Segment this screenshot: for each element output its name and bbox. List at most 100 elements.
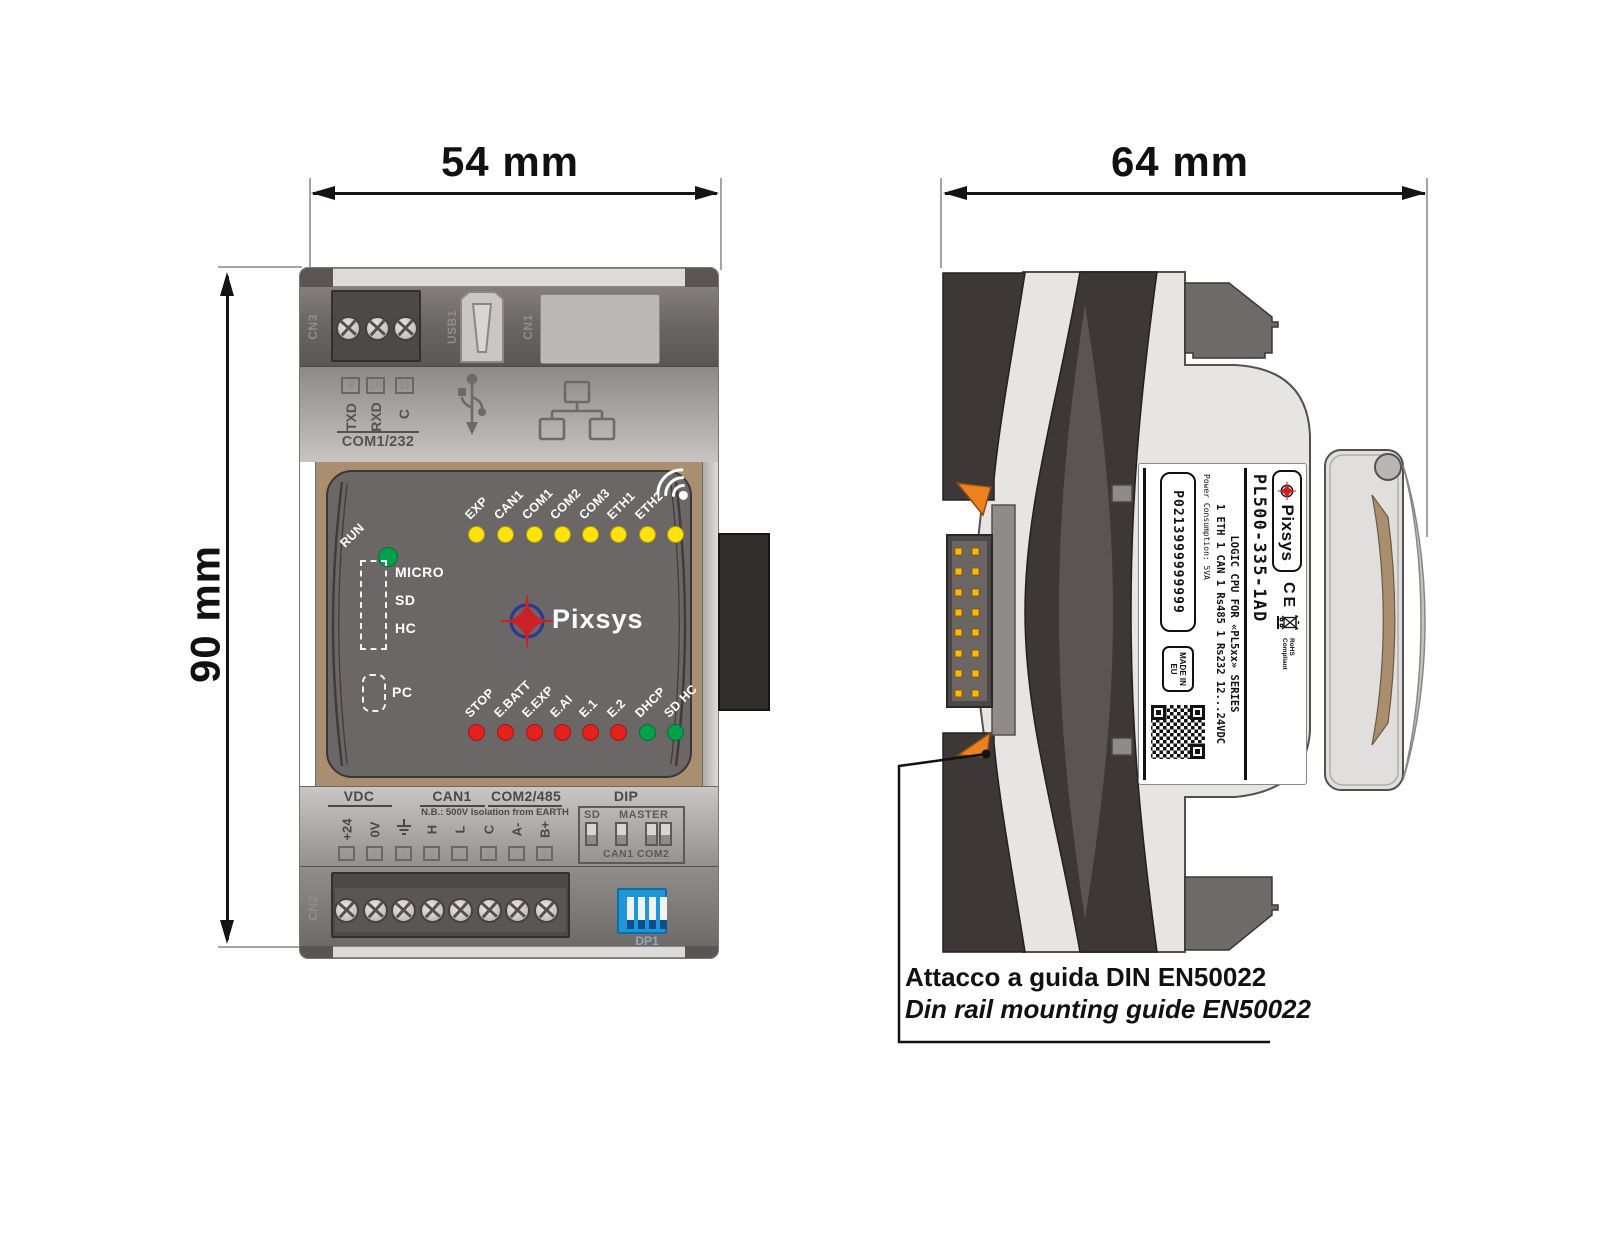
bezel-tan-strip: [1371, 494, 1396, 746]
model-number: PL500-335-1AD: [1250, 474, 1269, 623]
screw-terminal[interactable]: [365, 316, 390, 341]
group-dip: DIP: [613, 788, 639, 804]
microsd-slot[interactable]: [360, 560, 387, 650]
dimension-line: [945, 192, 1425, 195]
front-lens: [1402, 464, 1426, 781]
group-underline: [328, 805, 392, 807]
ethernet-icon: [538, 380, 616, 441]
wifi-icon: [656, 468, 688, 500]
com1-group-label: COM1/232: [341, 434, 415, 450]
terminal-cover-bottom: [1184, 876, 1279, 951]
extension-line: [720, 178, 722, 270]
label-desc-1: LOGIC CPU FOR «PL5xx» SERIES: [1228, 535, 1240, 713]
screw-terminal[interactable]: [448, 898, 473, 923]
terminal-3: 3: [395, 846, 412, 861]
arrowhead-right-icon: [695, 186, 719, 200]
dip-switch-com2-b[interactable]: [659, 822, 672, 846]
top-left-cap: [300, 268, 333, 287]
power-consumption: Power Consumption: 5VA: [1202, 474, 1211, 580]
cn1-ethernet-port[interactable]: [540, 294, 660, 364]
side-body-back-top: [942, 272, 1026, 501]
dimension-line: [226, 276, 229, 940]
plc-front-view: CN3 USB1 CN1 9 10 11 TXD RXD C COM1/232: [299, 267, 719, 959]
usb1-label: USB1: [445, 310, 459, 345]
usb-icon: [458, 373, 486, 435]
front-height-dimension: 90 mm: [181, 544, 229, 684]
screw-terminal[interactable]: [336, 316, 361, 341]
din-clip-top: [955, 482, 992, 517]
terminal-7: 7: [508, 846, 525, 861]
pin-label-a: A-: [509, 822, 525, 837]
screw-terminal[interactable]: [505, 898, 530, 923]
label-rule: [1143, 468, 1146, 780]
qr-code: [1150, 704, 1206, 760]
dip-sd-label: SD: [584, 809, 601, 821]
pin-label-l: L: [452, 825, 468, 834]
terminal-cover-top: [1184, 282, 1279, 359]
extension-line: [218, 266, 302, 268]
terminal-5: 5: [451, 846, 468, 861]
pc-usb-port[interactable]: [362, 674, 386, 712]
pc-label: PC: [392, 684, 413, 700]
led-com3: [582, 526, 599, 543]
led-eth1: [610, 526, 627, 543]
led-exp: [468, 526, 485, 543]
dip-switch-com2-a[interactable]: [645, 822, 658, 846]
screw-terminal[interactable]: [334, 898, 359, 923]
extension-line: [1426, 178, 1428, 537]
dip-master-label: MASTER: [619, 809, 669, 821]
bottom-cap-strip: [300, 946, 718, 958]
earth-ground-icon: [397, 819, 411, 835]
terminal-1: 1: [338, 846, 355, 861]
screw-terminal[interactable]: [477, 898, 502, 923]
product-label: Pixsys CE RoHS Compliant PL500-335-1AD L…: [1138, 463, 1307, 785]
pin-label-h: H: [424, 824, 440, 835]
led-sdhc: [667, 724, 684, 741]
dp1-dip-switch[interactable]: [617, 888, 667, 934]
dip-switch-box: [578, 806, 685, 864]
arrowhead-right-icon: [1402, 186, 1426, 200]
arrowhead-left-icon: [311, 186, 335, 200]
pin-9: 9: [341, 377, 360, 394]
screw-terminal[interactable]: [420, 898, 445, 923]
led-wifi: [667, 526, 684, 543]
bezel-screw: [1374, 453, 1402, 481]
left-rail: [300, 462, 316, 786]
side-tab-top: [1111, 484, 1133, 503]
right-rail: [702, 462, 718, 786]
sd-line2: SD: [395, 592, 416, 608]
extension-line: [309, 178, 311, 270]
led-dhcp: [639, 724, 656, 741]
led-e1: [582, 724, 599, 741]
usb1-port[interactable]: [458, 290, 506, 364]
extension-line: [218, 946, 302, 948]
group-com2-485: COM2/485: [490, 788, 562, 804]
screw-terminal[interactable]: [363, 898, 388, 923]
screw-terminal[interactable]: [534, 898, 559, 923]
pin-label-b: B+: [537, 821, 553, 838]
led-can1: [497, 526, 514, 543]
bottom-left-cap: [300, 946, 333, 958]
screw-terminal[interactable]: [393, 316, 418, 341]
dip-switch-sd[interactable]: [585, 822, 598, 846]
led-eth2: [639, 526, 656, 543]
side-body-back-bottom: [942, 732, 1026, 953]
side-tab-bottom: [1111, 737, 1133, 756]
screw-terminal[interactable]: [391, 898, 416, 923]
cn1-label: CN1: [521, 314, 535, 340]
ce-mark: CE: [1280, 582, 1297, 611]
com1-section: [300, 366, 718, 462]
led-e2: [610, 724, 627, 741]
dip-switch-can1[interactable]: [615, 822, 628, 846]
pin-10: 10: [366, 377, 385, 394]
din-note-english: Din rail mounting guide EN50022: [905, 994, 1311, 1024]
led-eexp: [526, 724, 543, 741]
side-width-dimension: 64 mm: [1110, 138, 1250, 185]
group-underline: [488, 805, 562, 807]
top-cap-strip: [300, 268, 718, 287]
arrowhead-left-icon: [943, 186, 967, 200]
made-in-badge: MADE IN EU: [1162, 646, 1194, 692]
group-can1: CAN1: [432, 788, 472, 804]
led-ebatt: [497, 724, 514, 741]
